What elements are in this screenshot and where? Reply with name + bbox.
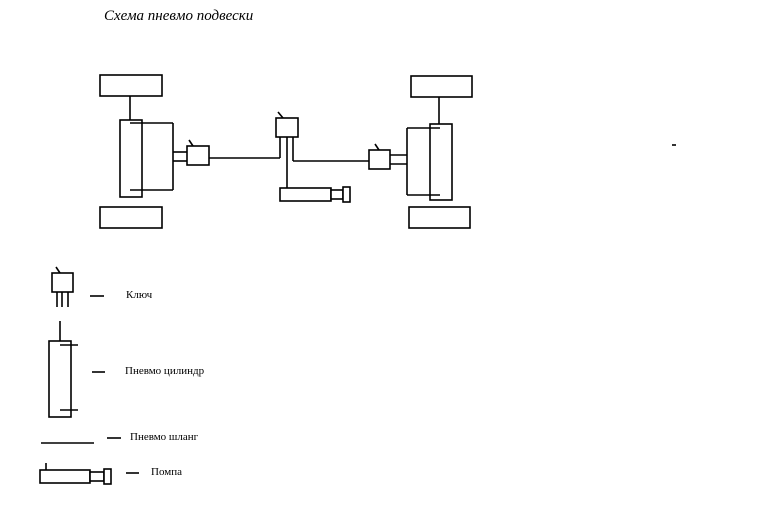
legend-cylinder-label: Пневмо цилиндр xyxy=(125,365,205,377)
legend-key-body xyxy=(51,272,74,293)
pump-handle xyxy=(330,189,344,200)
left-top-wheel xyxy=(99,74,163,97)
right-valve xyxy=(368,149,391,170)
right-top-wheel xyxy=(410,75,473,98)
left-bottom-wheel xyxy=(99,206,163,229)
legend-pump-label: Помпа xyxy=(151,466,182,478)
left-axle xyxy=(99,74,210,229)
right-valve-tab xyxy=(374,143,380,151)
legend-pump-handle xyxy=(89,471,105,482)
legend-cylinder-body xyxy=(48,340,72,418)
legend-key-symbol xyxy=(51,266,74,307)
legend-cylinder-symbol xyxy=(48,321,78,418)
right-axle xyxy=(368,75,473,229)
pump-body xyxy=(279,187,332,202)
left-cylinder xyxy=(119,119,143,198)
center-key-tab xyxy=(277,111,284,119)
center-assembly xyxy=(209,111,369,203)
right-cylinder xyxy=(429,123,453,201)
center-key xyxy=(275,117,299,138)
legend-pump-body xyxy=(39,469,91,484)
legend-key-label: Ключ xyxy=(126,289,153,301)
diagram-title: Схема пневмо подвески xyxy=(104,8,254,24)
legend-pump-symbol xyxy=(39,463,112,485)
legend-pump-cap xyxy=(103,468,112,485)
legend-hose-label: Пневмо шланг xyxy=(130,431,199,443)
legend-key-tab xyxy=(55,266,61,274)
left-valve xyxy=(186,145,210,166)
left-valve-tab xyxy=(188,139,194,147)
right-bottom-wheel xyxy=(408,206,471,229)
pump-cap xyxy=(342,186,351,203)
